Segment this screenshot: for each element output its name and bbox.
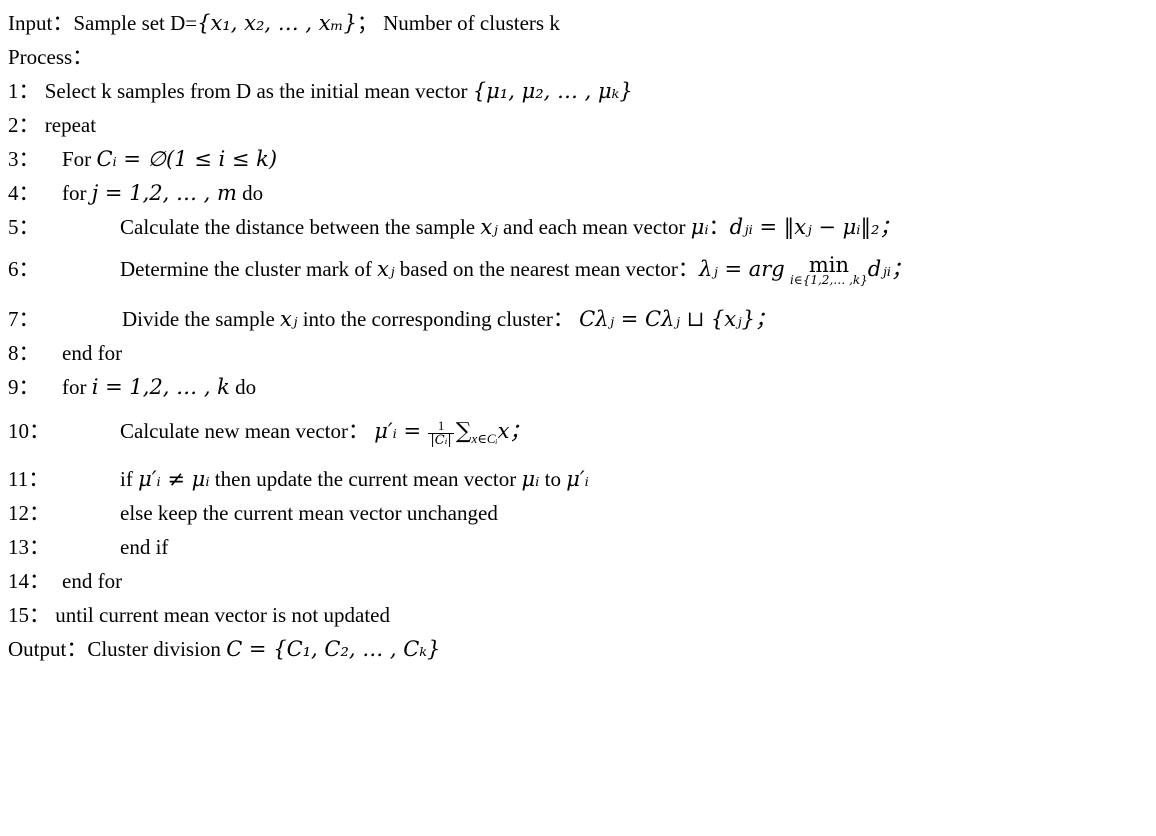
step-number: 12： [8, 501, 50, 525]
step-number: 13： [8, 535, 50, 559]
step-number: 9： [8, 375, 40, 399]
step-text: else keep the current mean vector unchan… [120, 501, 498, 525]
step-number: 6： [8, 257, 40, 281]
sum-subscript: x∈Cᵢ [471, 431, 498, 446]
process-label: Process： [8, 45, 94, 69]
step-text: repeat [44, 113, 97, 137]
input-line: Input：Sample set D={x₁, x₂, … , xₘ}； Num… [8, 10, 560, 36]
step-5: 5： Calculate the distance between the sam… [8, 214, 900, 240]
lambda-lhs: λⱼ = arg [698, 257, 785, 281]
step-mid: then update the current mean vector [214, 467, 517, 491]
step-2: 2： repeat [8, 112, 96, 138]
output-prefix: Output： [8, 637, 88, 661]
step-8: 8： end for [8, 340, 122, 366]
output-line: Output：Cluster division C = {C₁, C₂, … ,… [8, 636, 440, 662]
step-number: 5： [8, 215, 40, 239]
step-number: 3： [8, 147, 40, 171]
step-text: Calculate the distance between the sampl… [120, 215, 476, 239]
step-tail: do [235, 375, 257, 399]
lambda-rhs: dⱼᵢ； [867, 257, 913, 281]
input-prefix: Input： [8, 11, 74, 35]
step-text: end for [62, 569, 123, 593]
step-4: 4： for j = 1,2, … , m do [8, 180, 263, 206]
sample-xj: xⱼ [480, 215, 498, 239]
update-condition: μ′ᵢ ≠ μᵢ [138, 467, 210, 491]
step-14: 14： end for [8, 568, 122, 594]
sum-symbol: ∑ [455, 419, 472, 444]
step-number: 14： [8, 569, 50, 593]
step-text: end for [62, 341, 123, 365]
step-number: 11： [8, 467, 50, 491]
step-text: Calculate new mean vector： [120, 419, 369, 443]
step-text: Divide the sample [122, 307, 275, 331]
distance-formula: dⱼᵢ = ‖xⱼ − μᵢ‖₂； [729, 215, 901, 239]
input-clusters: Number of clusters k [383, 11, 560, 35]
step-math: j = 1,2, … , m [91, 181, 237, 205]
new-mean-mu: μ′ᵢ [566, 467, 589, 491]
step-text: for [62, 375, 87, 399]
output-math: C = {C₁, C₂, … , Cₖ} [226, 637, 441, 661]
step-7: 7： Divide the sample xⱼ into the correspo… [8, 306, 776, 332]
step-10: 10： Calculate new mean vector： μ′ᵢ = 1|Cᵢ… [8, 418, 530, 452]
mean-mu: μᵢ [521, 467, 540, 491]
process-line: Process： [8, 44, 93, 70]
step-math: {μ₁, μ₂, … , μₖ} [472, 79, 633, 103]
sample-set: {x₁, x₂, … , xₘ} [197, 11, 357, 35]
step-math: Cᵢ = ∅(1 ≤ i ≤ k) [96, 147, 278, 171]
step-text: Determine the cluster mark of [120, 257, 372, 281]
step-6: 6： Determine the cluster mark of xⱼ based… [8, 253, 913, 287]
step-1: 1： Select k samples from D as the initia… [8, 78, 633, 104]
step-number: 8： [8, 341, 40, 365]
step-13: 13： end if [8, 534, 168, 560]
step-mid: and each mean vector [503, 215, 686, 239]
mean-mu: μᵢ [690, 215, 709, 239]
step-text: until current mean vector is not updated [55, 603, 390, 627]
step-tail: do [242, 181, 264, 205]
min-operator: min [808, 253, 849, 277]
step-number: 1： [8, 79, 40, 103]
step-12: 12： else keep the current mean vector unc… [8, 500, 498, 526]
fraction-numerator: 1 [428, 418, 454, 434]
step-number: 2： [8, 113, 40, 137]
step-number: 4： [8, 181, 40, 205]
step-mid: into the corresponding cluster： [302, 307, 574, 331]
step-text: if [120, 467, 133, 491]
sample-xj: xⱼ [377, 257, 395, 281]
step-mid: based on the nearest mean vector： [399, 257, 699, 281]
input-text: Sample set D= [73, 11, 198, 35]
step-number: 7： [8, 307, 40, 331]
step-math: i = 1,2, … , k [91, 375, 230, 399]
step-15: 15： until current mean vector is not upd… [8, 602, 390, 628]
min-subscript: i∈{1,2,… ,k} [790, 273, 868, 287]
new-mean-rhs: x； [497, 419, 531, 443]
output-text: Cluster division [87, 637, 221, 661]
new-mean-lhs: μ′ᵢ = [374, 419, 422, 443]
cluster-formula: Cλⱼ = Cλⱼ ⊔ {xⱼ}； [579, 307, 776, 331]
step-9: 9： for i = 1,2, … , k do [8, 374, 256, 400]
to-word: to [544, 467, 561, 491]
step-text: Select k samples from D as the initial m… [44, 79, 468, 103]
step-text: For [62, 147, 92, 171]
step-text: for [62, 181, 87, 205]
fraction-denominator: |Cᵢ| [430, 432, 452, 448]
input-sep: ； [356, 11, 378, 35]
step-number: 10： [8, 419, 50, 443]
step-11: 11： if μ′ᵢ ≠ μᵢ then update the current m… [8, 466, 589, 492]
step-text: end if [120, 535, 169, 559]
sample-xj: xⱼ [280, 307, 298, 331]
colon: ： [708, 215, 730, 239]
fraction: 1|Cᵢ| [428, 418, 454, 448]
step-number: 15： [8, 603, 50, 627]
step-3: 3： For Cᵢ = ∅(1 ≤ i ≤ k) [8, 146, 277, 172]
